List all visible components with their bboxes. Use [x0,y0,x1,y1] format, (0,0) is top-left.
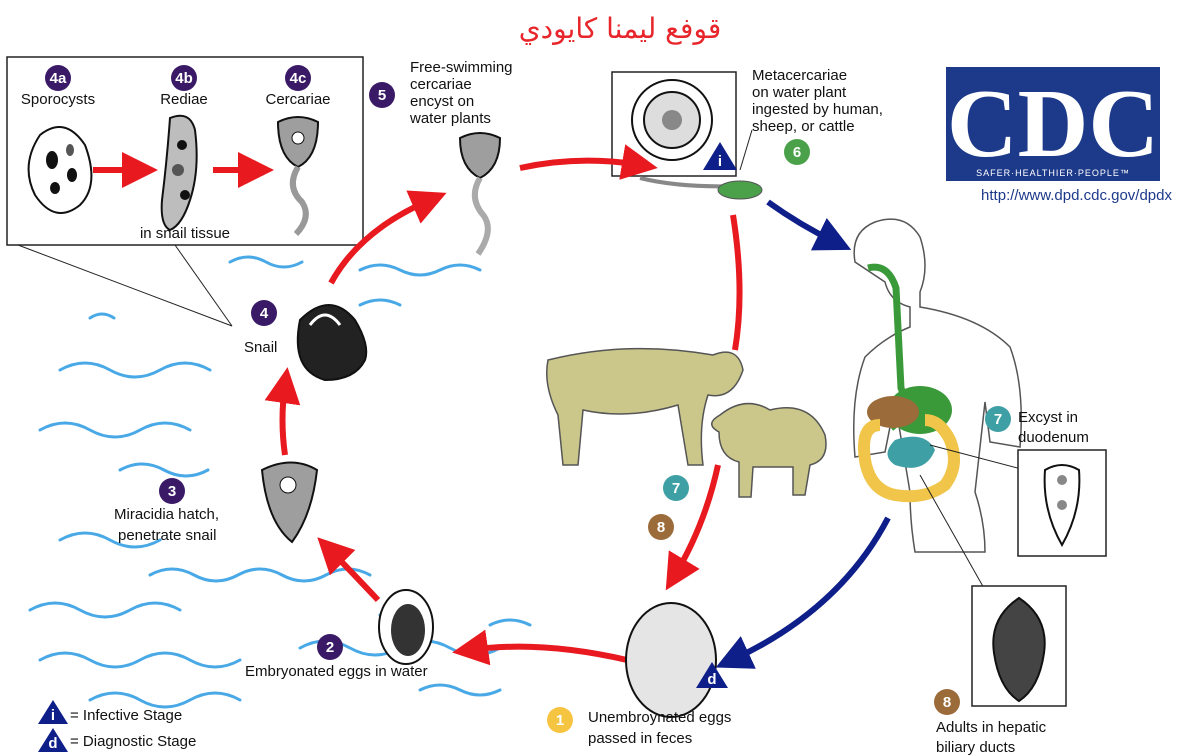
cdc-url-link[interactable]: http://www.dpd.cdc.gov/dpdx [981,187,1172,204]
sporocysts-label: Sporocysts [21,91,95,108]
stage-5: 5 Free-swimming cercariae encyst on wate… [369,59,513,254]
stage-7: 7 Excyst in duodenum [985,406,1106,556]
diagnostic-marker: d [707,671,716,688]
stage-8-text-line1: Adults in hepatic [936,719,1047,736]
sheep-illustration [712,404,826,497]
stage-6-text-line1: Metacercariae [752,67,847,84]
stage-7-text-line2: duodenum [1018,429,1089,446]
badge-1: 1 [556,712,564,729]
legend: i = Infective Stage d = Diagnostic Stage [38,700,196,752]
stage-6-text-line2: on water plant [752,84,847,101]
badge-3: 3 [168,483,176,500]
page-title: قوفع ليمنا كايودي [519,12,722,45]
snail-label: Snail [244,339,277,356]
stage-6: Metacercariae on water plant ingested by… [612,67,883,199]
stage-3: 3 Miracidia hatch, penetrate snail [114,463,317,545]
stage-3-text-line2: penetrate snail [118,527,216,544]
stage-4: 4 Snail [244,300,366,380]
cdc-logo-text: CDC [947,70,1159,178]
cdc-tagline: SAFER·HEALTHIER·PEOPLE™ [976,168,1130,178]
legend-diagnostic-symbol: d [48,735,57,752]
infective-marker: i [718,153,722,170]
stage-2-text: Embryonated eggs in water [245,663,428,680]
badge-5: 5 [378,87,386,104]
badge-7: 7 [994,411,1002,428]
cow-illustration [547,349,743,465]
stage-1: 1 Unembroynated eggs passed in feces d [547,603,731,747]
badge-6: 6 [793,144,801,161]
stage-1-text-line2: passed in feces [588,730,692,747]
stage-1-text-line1: Unembroynated eggs [588,709,731,726]
stage-7b-8b-badges: 7 8 [648,475,689,540]
snail-tissue-caption: in snail tissue [140,225,230,242]
cdc-logo: CDC SAFER·HEALTHIER·PEOPLE™ [946,67,1160,181]
cercariae-label: Cercariae [265,91,330,108]
badge-8-animals: 8 [657,519,665,536]
stage-7-text-line1: Excyst in [1018,409,1078,426]
stage-5-text-line1: Free-swimming [410,59,513,76]
stage-8: 8 Adults in hepatic biliary ducts [934,586,1066,756]
stage-6-text-line3: ingested by human, [752,101,883,118]
stage-5-text-line2: cercariae [410,76,472,93]
legend-infective-symbol: i [51,707,55,724]
legend-infective-text: = Infective Stage [70,707,182,724]
badge-2: 2 [326,639,334,656]
stage-5-text-line4: water plants [409,110,491,127]
badge-4b: 4b [175,70,193,87]
badge-4c: 4c [290,70,307,87]
badge-4: 4 [260,305,269,322]
badge-8: 8 [943,694,951,711]
snail-tissue-box: 4a Sporocysts 4b Rediae 4c Cercariae [7,57,363,245]
sporocyst-illustration [29,127,92,213]
stage-2: 2 Embryonated eggs in water [245,590,433,680]
badge-7-animals: 7 [672,480,680,497]
badge-4a: 4a [50,70,67,87]
legend-diagnostic-text: = Diagnostic Stage [70,733,196,750]
stage-5-text-line3: encyst on [410,93,474,110]
stage-8-text-line2: biliary ducts [936,739,1015,756]
stage-3-text-line1: Miracidia hatch, [114,506,219,523]
rediae-label: Rediae [160,91,208,108]
stage-6-text-line4: sheep, or cattle [752,118,855,135]
